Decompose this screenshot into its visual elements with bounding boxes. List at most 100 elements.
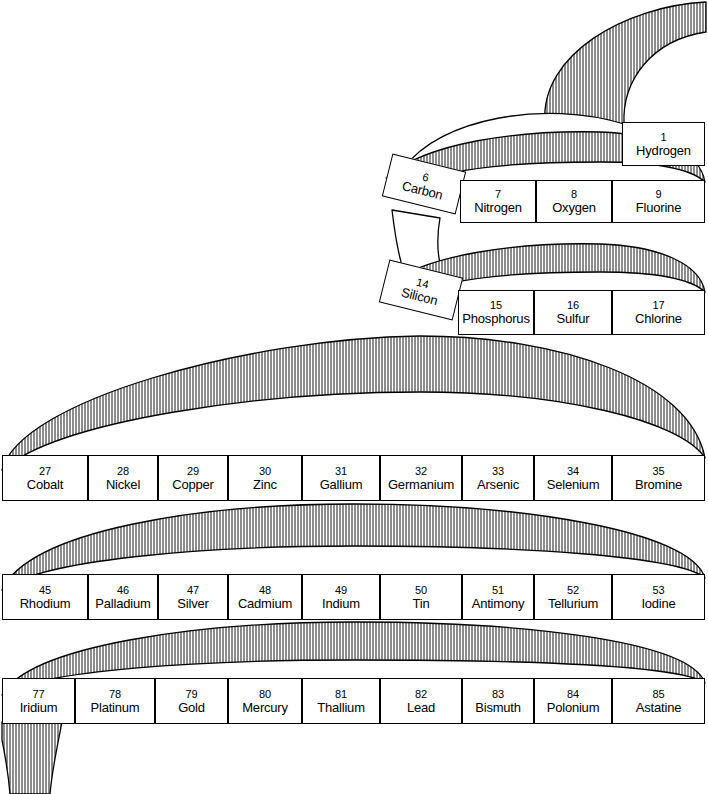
atomic-number: 15 (490, 299, 502, 311)
element-cell: 48Cadmium (228, 574, 302, 620)
atomic-number: 46 (117, 584, 129, 596)
atomic-number: 1 (660, 131, 666, 143)
atomic-number: 29 (187, 465, 199, 477)
element-cell: 27Cobalt (2, 455, 88, 501)
element-cell: 32Germanium (380, 455, 462, 501)
atomic-number: 83 (492, 688, 504, 700)
atomic-number: 78 (109, 688, 121, 700)
element-cell: 35Bromine (612, 455, 705, 501)
element-cell: 77Iridium (2, 678, 75, 724)
element-cell: 28Nickel (88, 455, 158, 501)
element-cell: 85Astatine (612, 678, 705, 724)
element-name: Oxygen (552, 200, 596, 215)
element-name: Cobalt (27, 477, 63, 492)
atomic-number: 32 (415, 465, 427, 477)
element-cell: 78Platinum (75, 678, 155, 724)
atomic-number: 51 (492, 584, 504, 596)
element-name: Zinc (253, 477, 277, 492)
atomic-number: 82 (415, 688, 427, 700)
element-name: Bromine (635, 477, 682, 492)
element-name: Arsenic (477, 477, 519, 492)
atomic-number: 48 (259, 584, 271, 596)
atomic-number: 45 (39, 584, 51, 596)
element-name: Tin (413, 596, 430, 611)
ribbon-curl (545, 2, 706, 124)
element-name: Palladium (95, 596, 150, 611)
element-name: Copper (172, 477, 213, 492)
element-name: Indium (322, 596, 360, 611)
element-cell: 31Gallium (302, 455, 380, 501)
ribbon-tail (2, 722, 62, 794)
atomic-number: 49 (335, 584, 347, 596)
atomic-number: 17 (652, 299, 664, 311)
element-cell: 84Polonium (534, 678, 612, 724)
element-cell: 33Arsenic (462, 455, 534, 501)
element-cell: 46Palladium (88, 574, 158, 620)
element-cell: 9Fluorine (612, 180, 705, 223)
element-name: Cadmium (238, 596, 292, 611)
atomic-number: 33 (492, 465, 504, 477)
element-cell: 52Tellurium (534, 574, 612, 620)
element-name: Bismuth (475, 700, 521, 715)
atomic-number: 7 (495, 188, 501, 200)
atomic-number: 28 (117, 465, 129, 477)
element-cell: 51Antimony (462, 574, 534, 620)
element-cell: 7Nitrogen (460, 180, 536, 223)
element-name: Sulfur (557, 311, 590, 326)
element-name: Platinum (91, 700, 140, 715)
element-cell: 81Thallium (302, 678, 380, 724)
atomic-number: 84 (567, 688, 579, 700)
element-cell: 16Sulfur (534, 290, 612, 335)
element-cell: 45Rhodium (2, 574, 88, 620)
element-cell: 53Iodine (612, 574, 705, 620)
atomic-number: 77 (32, 688, 44, 700)
element-cell: 8Oxygen (536, 180, 612, 223)
element-name: Iridium (20, 700, 58, 715)
element-name: Polonium (547, 700, 600, 715)
atomic-number: 16 (567, 299, 579, 311)
atomic-number: 80 (259, 688, 271, 700)
element-name: Tellurium (548, 596, 598, 611)
atomic-number: 31 (335, 465, 347, 477)
atomic-number: 81 (335, 688, 347, 700)
element-name: Selenium (547, 477, 600, 492)
element-name: Germanium (388, 477, 454, 492)
element-name: Silver (177, 596, 208, 611)
element-cell: 29Copper (158, 455, 228, 501)
element-name: Antimony (472, 596, 525, 611)
ribbon-back-band (2, 336, 705, 470)
element-cell: 6Carbon (382, 153, 466, 214)
atomic-number: 79 (185, 688, 197, 700)
element-cell: 50Tin (380, 574, 462, 620)
atomic-number: 30 (259, 465, 271, 477)
atomic-number: 27 (39, 465, 51, 477)
element-cell: 83Bismuth (462, 678, 534, 724)
element-name: Fluorine (636, 200, 681, 215)
element-cell: 80Mercury (228, 678, 302, 724)
element-name: Carbon (401, 178, 445, 203)
element-name: Chlorine (635, 311, 682, 326)
element-name: Nickel (106, 477, 140, 492)
atomic-number: 9 (655, 188, 661, 200)
element-cell: 34Selenium (534, 455, 612, 501)
element-cell: 17Chlorine (612, 290, 705, 335)
element-name: Silicon (400, 284, 439, 307)
atomic-number: 50 (415, 584, 427, 596)
element-name: Phosphorus (462, 311, 529, 326)
element-name: Rhodium (20, 596, 71, 611)
element-cell: 15Phosphorus (458, 290, 534, 335)
element-cell: 30Zinc (228, 455, 302, 501)
atomic-number: 47 (187, 584, 199, 596)
element-name: Iodine (641, 596, 675, 611)
atomic-number: 53 (652, 584, 664, 596)
element-name: Mercury (242, 700, 288, 715)
atomic-number: 34 (567, 465, 579, 477)
atomic-number: 35 (652, 465, 664, 477)
element-cell: 14Silicon (379, 259, 463, 320)
atomic-number: 85 (652, 688, 664, 700)
element-name: Lead (407, 700, 435, 715)
element-name: Thallium (317, 700, 365, 715)
